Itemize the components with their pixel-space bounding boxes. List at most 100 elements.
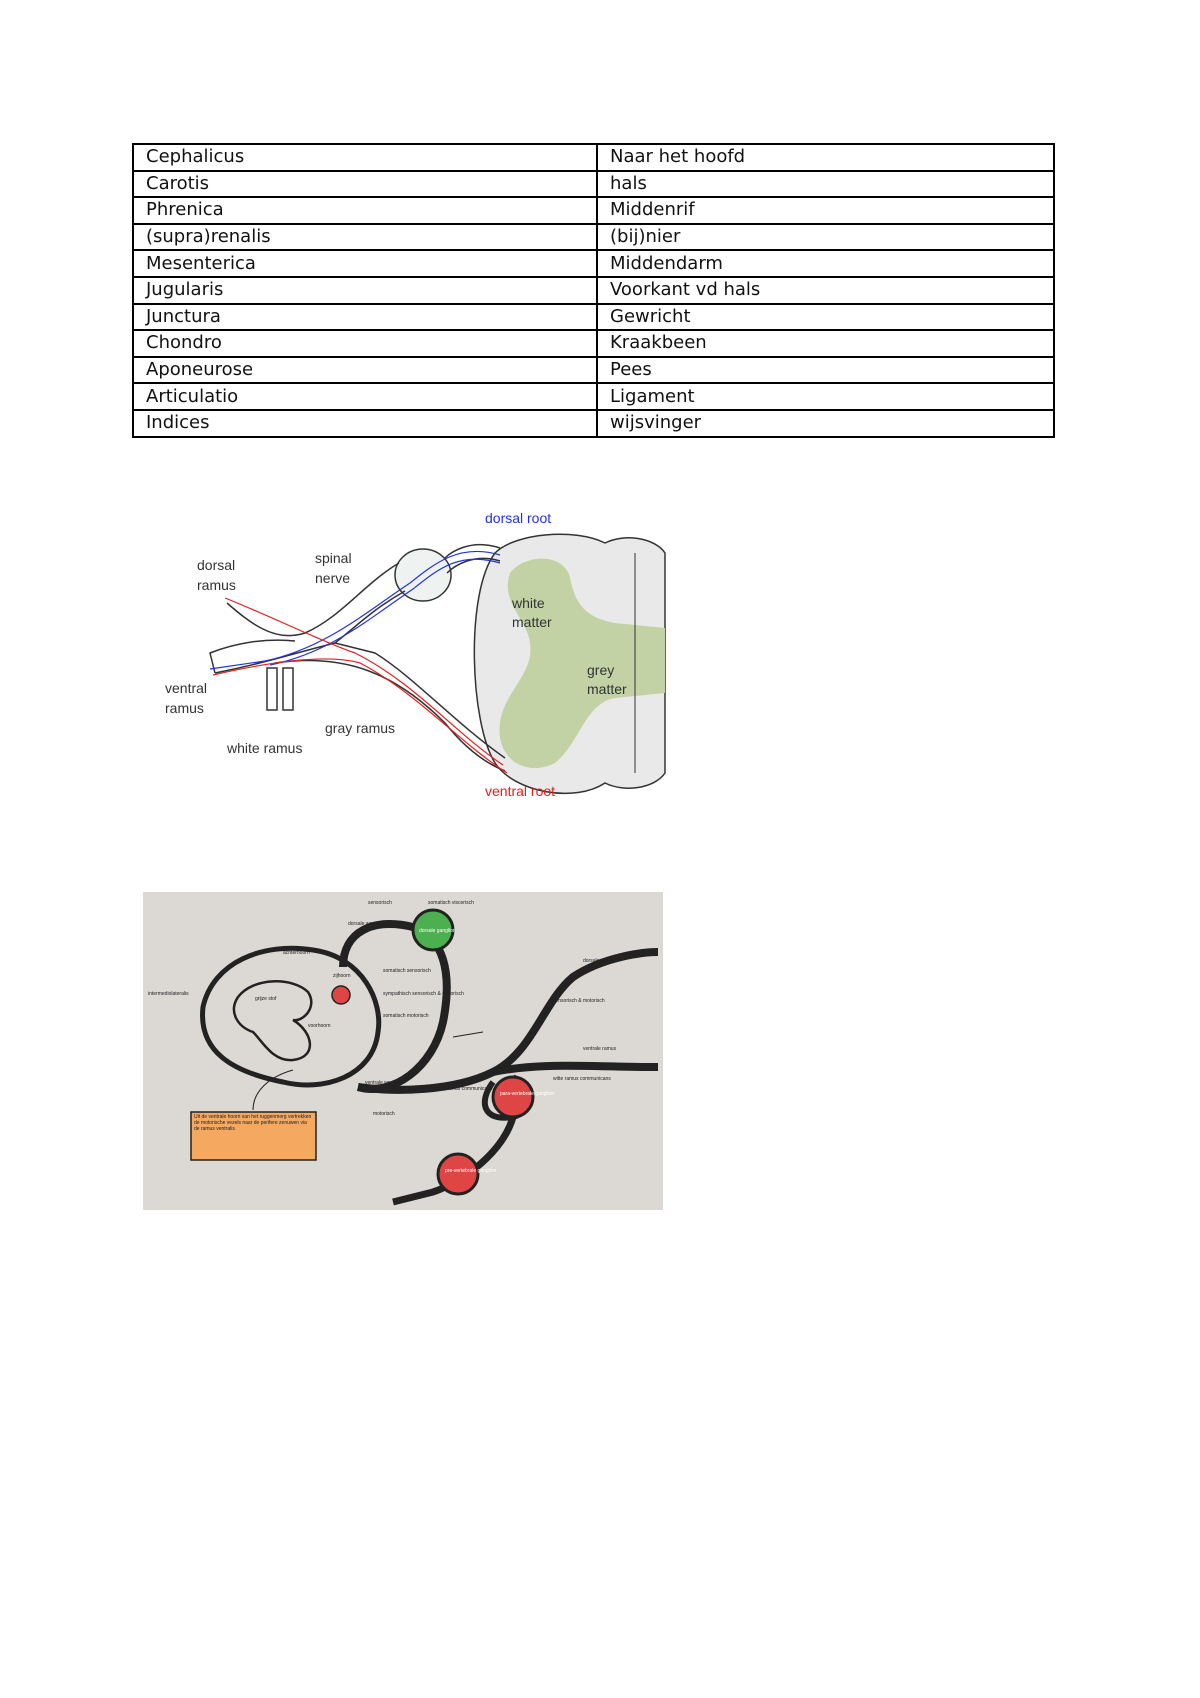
sensory-fiber <box>209 550 501 670</box>
sensory-fiber-2 <box>269 558 501 666</box>
meaning-cell: Voorkant vd hals <box>596 275 1055 305</box>
term-cell: Cephalicus <box>132 143 598 172</box>
dorsal-root-inner <box>446 557 501 574</box>
label-dorsale-wortel: dorsale wortel <box>348 921 379 927</box>
label-ventrale-wortel: ventrale wortel <box>365 1080 398 1086</box>
cord-section <box>200 945 382 1088</box>
label-white-matter-2: matter <box>512 614 552 630</box>
label-ventral-root: ventral root <box>485 783 555 799</box>
label-achterhoorn: achterhoorn <box>283 950 310 956</box>
label-sensorisch: sensorisch <box>368 900 392 906</box>
label-sympathisch: sympathisch sensorisch & motorisch <box>383 991 464 997</box>
dorsal-root-ganglion <box>394 548 452 602</box>
meaning-cell: Pees <box>596 355 1055 385</box>
label-white-matter-1: white <box>511 595 545 611</box>
term-cell: Aponeurose <box>132 355 598 385</box>
meaning-cell: (bij)nier <box>596 222 1055 252</box>
dorsal-nerve-loop <box>339 919 451 1093</box>
term-cell: Junctura <box>132 302 598 332</box>
label-grey-matter-2: matter <box>587 681 627 697</box>
label-witte-ramus: witte ramus communicans <box>553 1076 611 1082</box>
ventral-nerve <box>357 948 659 1094</box>
grey-matter <box>499 558 665 769</box>
term-cell: Indices <box>132 408 598 438</box>
label-voorhoorn: voorhoorn <box>308 1023 331 1029</box>
paravertebral-ganglion <box>491 1075 535 1119</box>
prevertebral-ganglion <box>436 1152 480 1196</box>
label-spinal-nerve-1: spinal <box>315 550 352 566</box>
label-dorsale-ramus: dorsale ramus <box>583 958 615 964</box>
term-cell: Carotis <box>132 169 598 199</box>
note-arrow <box>252 1069 294 1111</box>
flow-arrow <box>452 1031 484 1038</box>
label-zijhoorn: zijhoorn <box>333 973 351 979</box>
term-cell: Jugularis <box>132 275 598 305</box>
dorsal-ganglion <box>411 908 455 952</box>
meaning-cell: Naar het hoofd <box>596 143 1055 172</box>
spinal-marker <box>331 985 351 1005</box>
label-white-ramus: white ramus <box>226 740 302 756</box>
meaning-cell: Middenrif <box>596 196 1055 225</box>
gray-ramus-shape <box>282 667 294 711</box>
ventral-ramus <box>209 639 296 674</box>
dorsal-root <box>444 543 501 559</box>
motor-fiber <box>224 597 504 766</box>
grey-matter-outline <box>232 980 313 1062</box>
term-cell: (supra)renalis <box>132 222 598 252</box>
label-dorsal-ramus-1: dorsal <box>197 557 235 573</box>
meaning-cell: Middendarm <box>596 249 1055 278</box>
label-dorsal-root: dorsal root <box>485 510 551 526</box>
label-prevertebrale: pre-vertebrale ganglion <box>445 1168 497 1174</box>
autonomic-pathway-diagram: Uit de ventrale hoorn van het ruggenmerg… <box>143 892 663 1210</box>
term-cell: Articulatio <box>132 382 598 411</box>
spinal-nerve-lower <box>333 590 506 759</box>
label-motorisch: motorisch <box>373 1111 395 1117</box>
meaning-cell: Gewricht <box>596 302 1055 332</box>
label-grey-matter-1: grey <box>587 662 614 678</box>
meaning-cell: wijsvinger <box>596 408 1055 438</box>
meaning-cell: hals <box>596 169 1055 199</box>
note-box <box>190 1111 317 1161</box>
label-spinal-nerve-2: nerve <box>315 570 350 586</box>
spinal-nerve-diagram: dorsal root spinal nerve dorsal ramus wh… <box>165 510 666 799</box>
meaning-cell: Ligament <box>596 382 1055 411</box>
label-intermediolateralis: intermediolateralis <box>148 991 189 997</box>
note-text-container: Uit de ventrale hoorn van het ruggenmerg… <box>194 1114 312 1132</box>
label-sensorisch-motorisch: sensorisch & motorisch <box>553 998 605 1004</box>
term-cell: Chondro <box>132 329 598 358</box>
white-ramus-shape <box>266 667 278 711</box>
label-ventral-ramus-2: ramus <box>165 700 204 716</box>
table-row: (supra)renalis(bij)nier <box>132 222 1055 252</box>
spinal-nerve-upper <box>226 562 400 637</box>
label-somatisch-viscerisch: somatisch viscerisch <box>428 900 474 906</box>
motor-fiber-2 <box>212 658 508 774</box>
label-ventrale-ramus: ventrale ramus <box>583 1046 617 1052</box>
label-ventral-ramus-1: ventral <box>165 680 207 696</box>
label-paravertebrale: para-vertebrale ganglion <box>500 1091 554 1097</box>
label-gray-ramus: gray ramus <box>325 720 395 736</box>
term-cell: Mesenterica <box>132 249 598 278</box>
label-grijze-stof: grijze stof <box>255 996 277 1002</box>
meaning-cell: Kraakbeen <box>596 329 1055 358</box>
ventral-ramus-path <box>492 1061 659 1076</box>
ventral-root-lower <box>274 659 506 772</box>
label-grijze-ramus: grijze ramus communicans <box>433 1086 493 1092</box>
note-text: Uit de ventrale hoorn van het ruggenmerg… <box>194 1114 312 1132</box>
term-cell: Phrenica <box>132 196 598 225</box>
label-dorsal-ramus-2: ramus <box>197 577 236 593</box>
label-dorsale-ganglion: dorsale ganglion <box>419 928 456 934</box>
label-somatisch-motorisch: somatisch motorisch <box>383 1013 429 1019</box>
label-somatisch-sensorisch: somatisch sensorisch <box>383 968 431 974</box>
